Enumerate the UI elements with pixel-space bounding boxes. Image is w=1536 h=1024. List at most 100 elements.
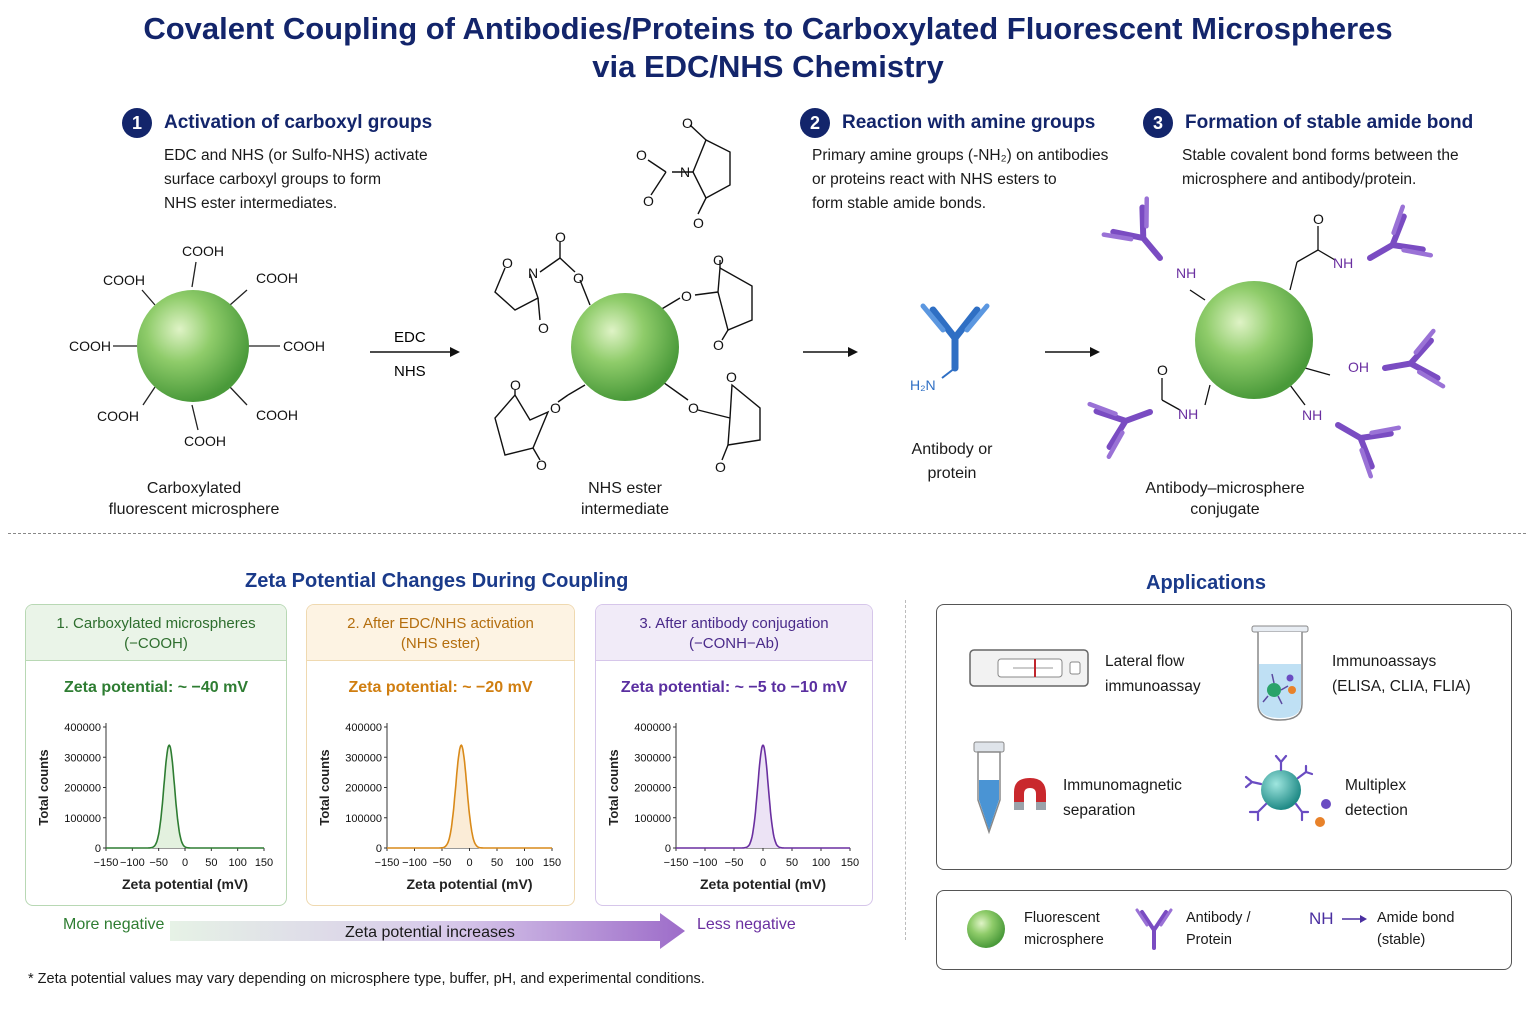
x-tick-label: 0	[466, 857, 472, 869]
cooh-label: COOH	[184, 433, 226, 449]
microsphere-icon	[571, 293, 679, 401]
atom-o: O	[713, 337, 724, 353]
y-axis-title: Total counts	[606, 749, 621, 825]
panel-header: 2. After EDC/NHS activation (NHS ester)	[307, 605, 574, 661]
panel-title-line: 1. Carboxylated microspheres	[56, 615, 256, 632]
distribution-fill	[106, 745, 264, 848]
magnet-tube-icon	[973, 741, 1046, 835]
atom-o: O	[636, 147, 647, 163]
step-3-number: 3	[1143, 108, 1173, 138]
reagent-edc: EDC	[394, 329, 426, 346]
atom-o: O	[681, 288, 692, 304]
legend-label-line: (stable)	[1377, 932, 1426, 948]
antibody-icon	[1104, 199, 1182, 276]
reaction-arrow	[803, 347, 858, 357]
step-2-number: 2	[800, 108, 830, 138]
zeta-value: Zeta potential: ~ −40 mV	[63, 679, 249, 696]
legend-label: Fluorescent microsphere	[1024, 907, 1104, 951]
cooh-label: COOH	[256, 407, 298, 423]
step-1-number: 1	[122, 108, 152, 138]
amide-bond-symbol: NH	[1309, 909, 1334, 928]
step-2-title: Reaction with amine groups	[842, 112, 1096, 133]
cooh-label: COOH	[283, 338, 325, 354]
y-tick-label: 0	[376, 843, 382, 855]
atom-o: O	[1313, 211, 1324, 227]
step-3-desc-line: microsphere and antibody/protein.	[1182, 171, 1417, 188]
antibody-icon	[1356, 207, 1431, 282]
x-tick-label: 50	[786, 857, 798, 869]
section-divider	[8, 533, 1526, 534]
legend-label-line: Protein	[1186, 932, 1232, 948]
y-tick-label: 100000	[345, 813, 382, 825]
x-tick-label: −50	[433, 857, 452, 869]
legend-label: Amide bond (stable)	[1377, 907, 1454, 951]
trend-arrow	[170, 913, 685, 949]
legend-label: Antibody / Protein	[1186, 907, 1251, 951]
caption-conjugate: Antibody–microsphere conjugate	[1115, 478, 1335, 520]
atom-o: O	[1157, 362, 1168, 378]
app-label-line: Multiplex	[1345, 777, 1407, 794]
amide-oh-label: OH	[1348, 359, 1369, 375]
caption-line: Antibody or	[911, 441, 993, 458]
footnote: * Zeta potential values may vary dependi…	[28, 971, 705, 987]
distribution-curve	[106, 744, 264, 849]
x-tick-label: 50	[491, 857, 503, 869]
zeta-value: Zeta potential: ~ −20 mV	[348, 679, 533, 696]
application-label: Immunoassays (ELISA, CLIA, FLIA)	[1332, 649, 1471, 699]
x-tick-label: 0	[760, 857, 766, 869]
y-axis-title: Total counts	[36, 749, 51, 825]
y-tick-label: 100000	[634, 813, 671, 825]
distribution-fill	[387, 745, 552, 848]
y-tick-label: 300000	[345, 752, 382, 764]
distribution-curve	[387, 744, 552, 849]
cooh-label: COOH	[97, 408, 139, 424]
app-label-line: (ELISA, CLIA, FLIA)	[1332, 678, 1471, 695]
nhs-molecule: O N O O O	[636, 115, 731, 231]
zeta-panel-conjugated: 3. After antibody conjugation (−CONH−Ab)…	[595, 604, 873, 906]
antibody-icon	[1090, 386, 1160, 457]
atom-o: O	[510, 377, 521, 393]
atom-o: O	[688, 400, 699, 416]
reagent-nhs: NHS	[394, 363, 426, 380]
y-axis-title: Total counts	[317, 749, 332, 825]
x-tick-label: −100	[693, 857, 718, 869]
antibody-icon	[1380, 331, 1443, 396]
app-label-line: detection	[1345, 802, 1408, 819]
y-tick-label: 300000	[634, 752, 671, 764]
x-axis-title: Zeta potential (mV)	[122, 876, 248, 892]
x-tick-label: −50	[149, 857, 168, 869]
step-2-desc-line: or proteins react with NHS esters to	[812, 171, 1057, 188]
x-axis-title: Zeta potential (mV)	[406, 876, 532, 892]
panel-title-line: (−COOH)	[124, 635, 188, 652]
x-tick-label: 150	[255, 857, 273, 869]
x-tick-label: −50	[725, 857, 744, 869]
caption-line: intermediate	[580, 501, 670, 518]
caption-microsphere: Carboxylated fluorescent microsphere	[84, 478, 304, 520]
applications-title: Applications	[1146, 572, 1267, 594]
x-tick-label: −100	[402, 857, 427, 869]
amide-nh-label: NH	[1302, 407, 1322, 423]
legend-label-line: microsphere	[1024, 932, 1104, 948]
app-label-line: immunoassay	[1105, 678, 1201, 695]
atom-o: O	[693, 215, 704, 231]
microsphere-icon	[1195, 281, 1313, 399]
caption-line: Carboxylated	[146, 480, 242, 497]
panel-title-line: (−CONH−Ab)	[688, 635, 780, 652]
carboxylated-microsphere: COOH COOH COOH COOH COOH COOH COOH COOH	[69, 243, 325, 449]
amide-nh-label: NH	[1176, 265, 1196, 281]
y-tick-label: 0	[95, 843, 101, 855]
atom-o: O	[573, 270, 584, 286]
distribution-fill	[676, 745, 850, 848]
caption-line: conjugate	[1190, 501, 1260, 518]
x-tick-label: −150	[664, 857, 689, 869]
atom-o: O	[536, 457, 547, 473]
test-tube-icon	[1251, 625, 1309, 721]
y-tick-label: 400000	[64, 722, 101, 734]
title-line-2: via EDC/NHS Chemistry	[592, 49, 944, 84]
antibody-icon	[1135, 908, 1173, 950]
antibody-microsphere-conjugate: NH NH OH NH NH O O	[1090, 199, 1443, 477]
y-tick-label: 100000	[64, 813, 101, 825]
app-label-line: Immunomagnetic	[1063, 777, 1182, 794]
